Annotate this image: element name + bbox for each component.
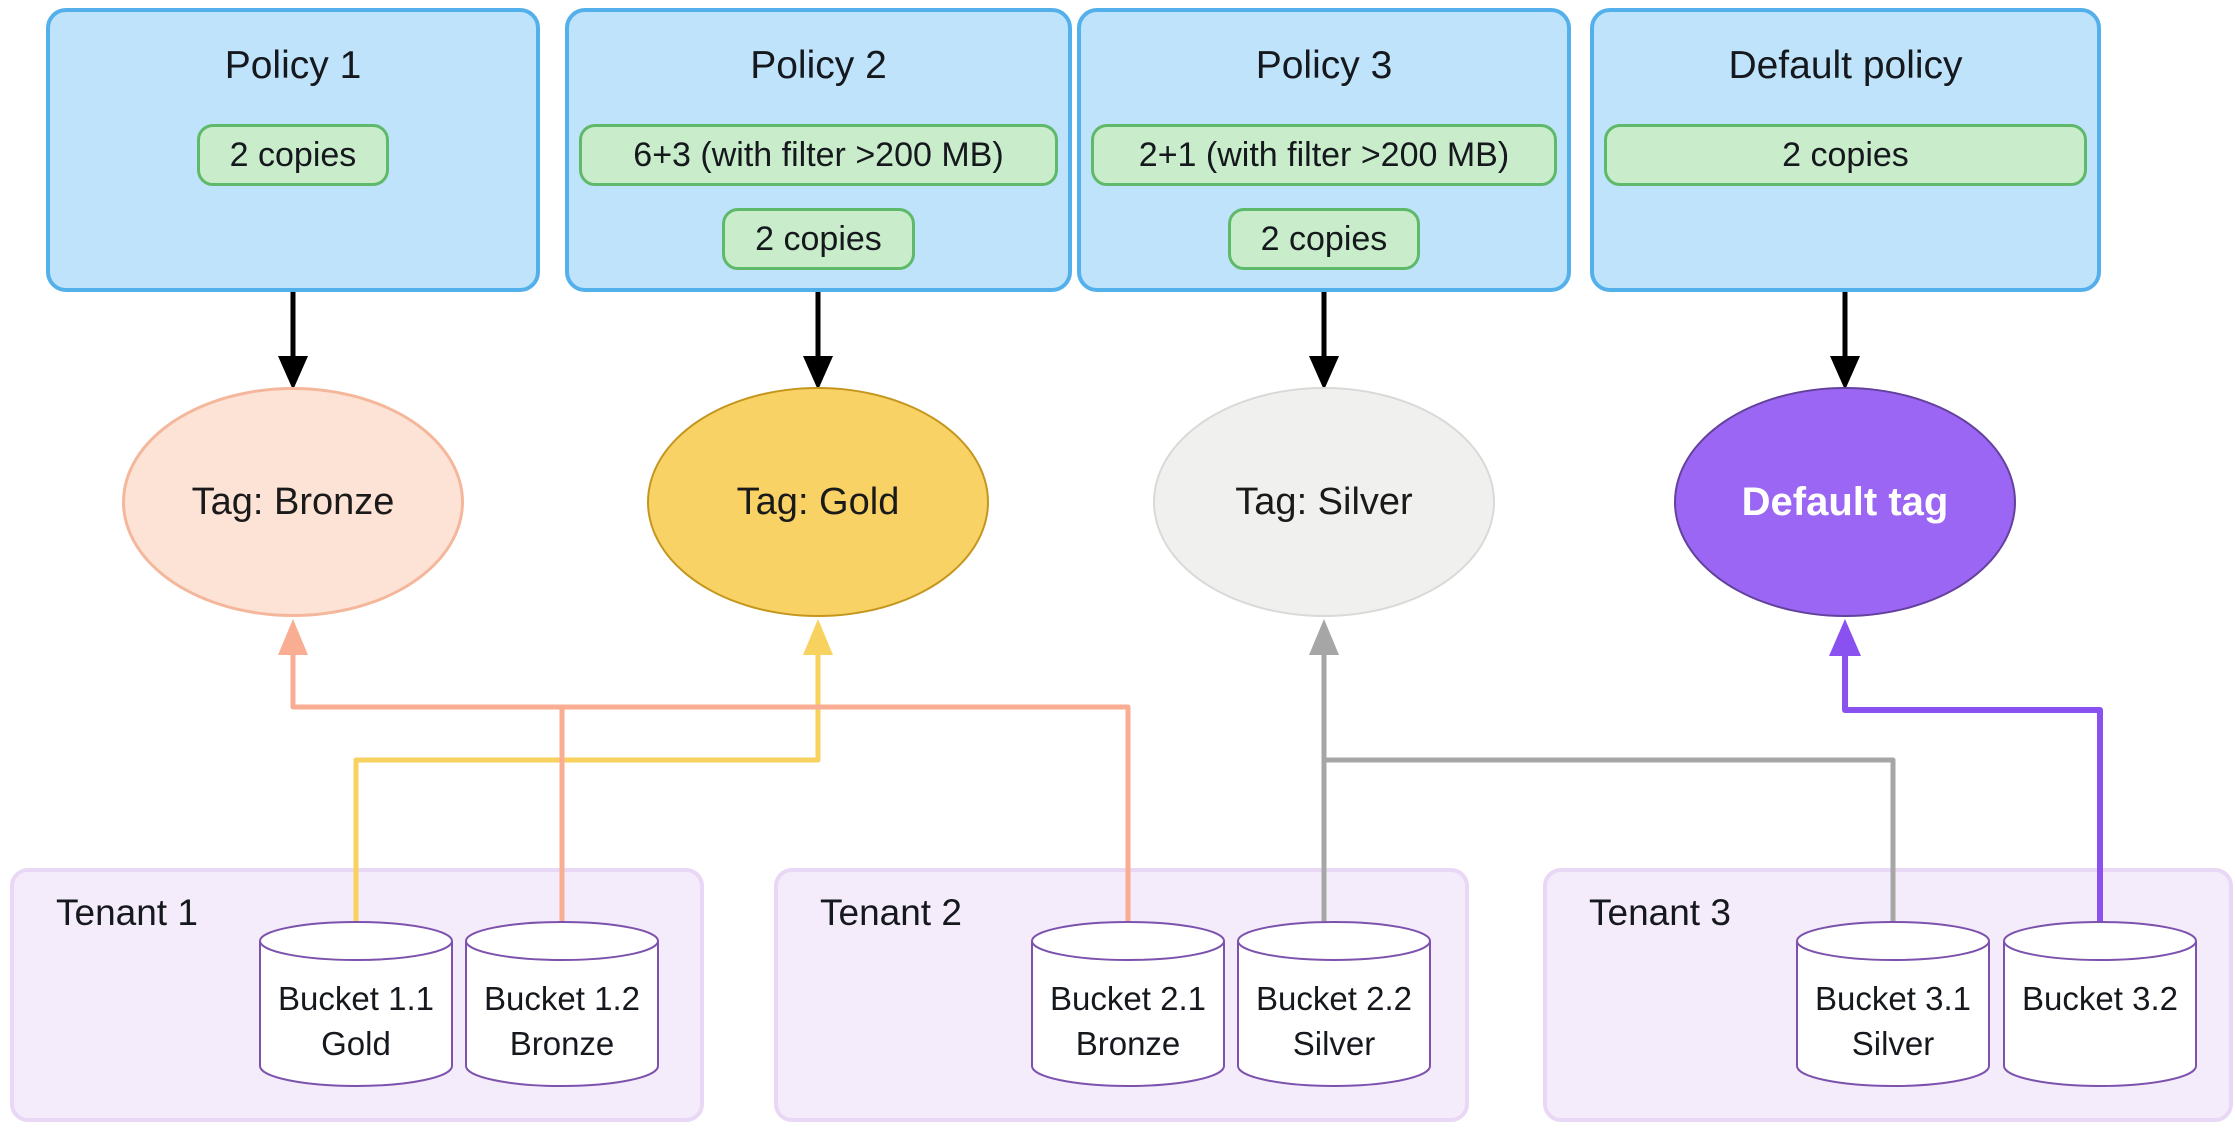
tag-label: Default tag <box>1741 479 1949 524</box>
bucket-2-1: Bucket 2.1 Bronze <box>1030 920 1226 1088</box>
tag-default: Default tag <box>1674 387 2016 617</box>
policy-title: Policy 3 <box>1255 44 1393 87</box>
bucket-1-2: Bucket 1.2 Bronze <box>464 920 660 1088</box>
tenant-label: Tenant 3 <box>1589 892 1731 933</box>
policy-title: Policy 1 <box>224 44 362 87</box>
policy-title: Policy 2 <box>750 44 887 87</box>
rule-pill: 2 copies <box>196 124 390 186</box>
arrowhead-policy2 <box>803 356 833 390</box>
policy-title: Default policy <box>1728 44 1963 87</box>
tenant-label: Tenant 1 <box>56 892 198 933</box>
rule-pill: 2 copies <box>722 208 915 270</box>
tag-gold: Tag: Gold <box>647 387 989 617</box>
bucket-label: Bucket 2.2 Silver <box>1256 980 1412 1062</box>
tenant-label: Tenant 2 <box>820 892 962 933</box>
arrowhead-gold <box>803 619 833 655</box>
bucket-label: Bucket 3.2 <box>2022 980 2178 1017</box>
rule-pill: 2+1 (with filter >200 MB) <box>1091 124 1557 186</box>
bucket-label: Bucket 3.1 Silver <box>1815 980 1971 1062</box>
tag-label: Tag: Gold <box>736 480 900 523</box>
cylinder-icon <box>2003 921 2197 1087</box>
tag-silver: Tag: Silver <box>1153 387 1495 617</box>
policy-box-default: Default policy 2 copies <box>1590 8 2101 292</box>
bucket-2-2: Bucket 2.2 Silver <box>1236 920 1432 1088</box>
bucket-1-1: Bucket 1.1 Gold <box>258 920 454 1088</box>
arrowhead-silver <box>1309 619 1339 655</box>
bucket-3-1: Bucket 3.1 Silver <box>1795 920 1991 1088</box>
policy-box-1: Policy 1 2 copies <box>46 8 540 292</box>
rule-pill: 2 copies <box>1227 208 1421 270</box>
rule-pill: 2 copies <box>1604 124 2087 186</box>
bucket-label: Bucket 1.1 Gold <box>278 980 434 1062</box>
tag-label: Tag: Silver <box>1235 480 1413 523</box>
policy-box-2: Policy 2 6+3 (with filter >200 MB) 2 cop… <box>565 8 1072 292</box>
tag-bronze: Tag: Bronze <box>122 387 464 617</box>
arrowhead-defaultpolicy <box>1830 356 1860 390</box>
bucket-label: Bucket 2.1 Bronze <box>1050 980 1206 1062</box>
arrowhead-default <box>1829 619 1861 656</box>
arrowhead-policy3 <box>1309 356 1339 390</box>
arrowhead-bronze <box>278 619 308 655</box>
bucket-label: Bucket 1.2 Bronze <box>484 980 640 1062</box>
bucket-3-2: Bucket 3.2 <box>2002 920 2198 1088</box>
policy-box-3: Policy 3 2+1 (with filter >200 MB) 2 cop… <box>1077 8 1571 292</box>
tag-label: Tag: Bronze <box>191 480 395 523</box>
arrowhead-policy1 <box>278 356 308 390</box>
rule-pill: 6+3 (with filter >200 MB) <box>579 124 1058 186</box>
